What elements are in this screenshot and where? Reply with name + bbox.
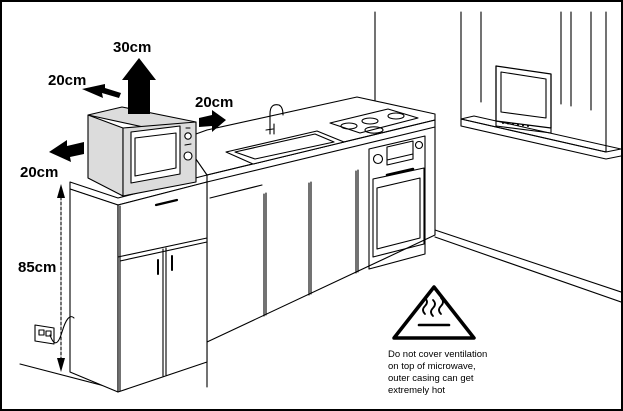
back-clearance-label: 20cm — [48, 72, 87, 89]
wall-socket-icon — [34, 316, 75, 345]
oven — [368, 135, 426, 270]
top-clearance-label: 30cm — [113, 39, 152, 56]
window — [460, 11, 621, 160]
installation-height-label: 85cm — [18, 259, 57, 276]
clearance-arrows — [49, 58, 226, 162]
arrow-icon-back — [82, 84, 121, 98]
ventilation-warning-text: Do not cover ventilation on top of micro… — [388, 349, 518, 397]
warning-line: extremely hot — [388, 385, 446, 396]
arrow-icon-right — [199, 110, 226, 132]
microwave-oven — [87, 106, 197, 197]
arrow-icon-left — [49, 140, 84, 162]
tv-on-windowsill — [495, 65, 552, 134]
warning-line: Do not cover ventilation — [388, 349, 488, 360]
hot-surface-warning-icon — [392, 285, 476, 340]
hob — [329, 108, 419, 134]
warning-line: on top of microwave, — [388, 361, 476, 372]
left-clearance-label: 20cm — [20, 164, 59, 181]
arrow-icon-top — [122, 58, 156, 114]
height-dimension-arrow — [57, 184, 65, 372]
microwave-cabinet — [69, 174, 208, 393]
warning-line: outer casing can get — [388, 373, 474, 384]
right-clearance-label: 20cm — [195, 94, 234, 111]
sink — [225, 104, 345, 165]
